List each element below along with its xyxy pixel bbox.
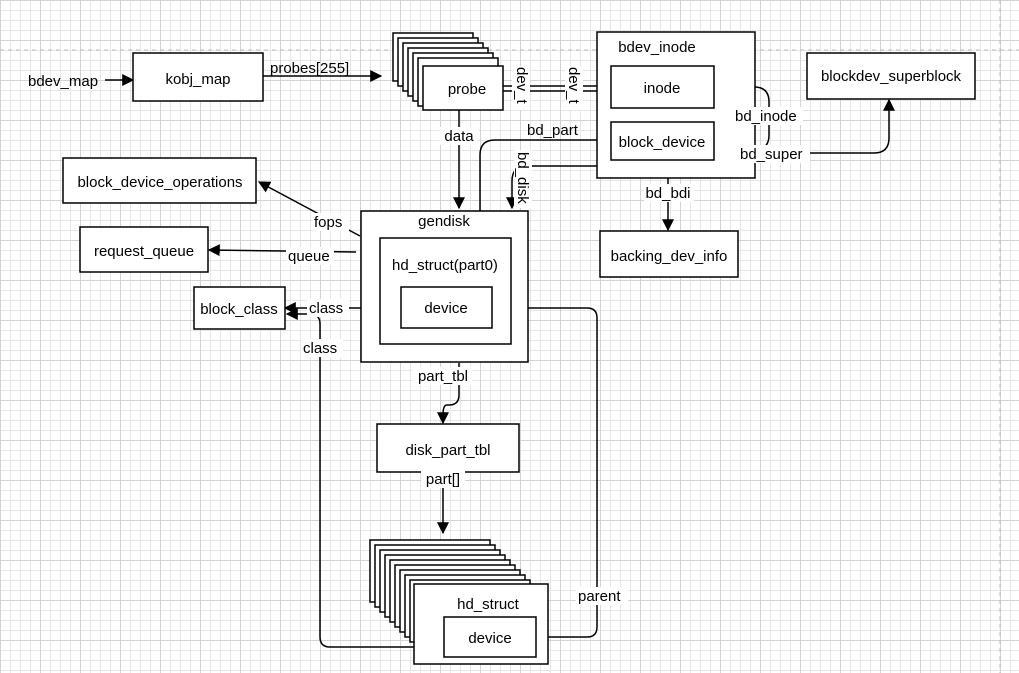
node-inode: inode — [644, 80, 681, 97]
label-bg — [413, 367, 473, 385]
label-bg — [307, 299, 349, 317]
node-disk-part-tbl: disk_part_tbl — [405, 442, 490, 459]
label-fops: fops — [314, 214, 342, 231]
label-bg — [576, 587, 628, 605]
node-block-device-operations-box — [62, 157, 257, 204]
label-bg — [440, 127, 478, 145]
node-request-queue: request_queue — [94, 243, 194, 260]
label-bg — [733, 107, 803, 125]
node-block-device-operations: block_device_operations — [77, 174, 242, 191]
node-gendisk: gendisk — [418, 213, 470, 230]
node-blockdev-superblock-box — [806, 52, 976, 100]
node-request-queue-box — [79, 226, 209, 273]
label-bg — [738, 145, 810, 163]
node-device-box — [400, 286, 493, 329]
label-bg — [644, 184, 694, 202]
edge-bd-super — [713, 98, 895, 154]
label-data: data — [444, 128, 474, 145]
node-probe-stack — [392, 32, 504, 111]
label-bd-super: bd_super — [740, 146, 803, 163]
label-bd-disk: bd_disk — [514, 152, 531, 204]
node-kobj-map-box — [132, 52, 264, 102]
node-backing-dev-info-box — [599, 230, 739, 278]
label-bd-bdi: bd_bdi — [645, 185, 690, 202]
edge-part-tbl — [437, 363, 460, 425]
node-bdev-map: bdev_map — [28, 73, 98, 90]
node-disk-part-tbl-box — [376, 423, 520, 473]
label-bg — [421, 470, 465, 488]
node-blockdev-superblock: blockdev_superblock — [821, 68, 962, 85]
node-device2-box — [443, 616, 537, 658]
node-device2: device — [468, 630, 511, 647]
label-probes: probes[255] — [270, 60, 349, 77]
label-class-top: class — [309, 300, 343, 317]
node-probe: probe — [448, 81, 486, 98]
label-part-array: part[] — [426, 471, 460, 488]
node-inode-box — [610, 65, 715, 109]
node-backing-dev-info: backing_dev_info — [611, 248, 728, 265]
label-bg — [565, 66, 583, 110]
node-hd-struct: hd_struct — [457, 596, 520, 613]
node-device: device — [424, 300, 467, 317]
node-bdev-inode: bdev_inode — [618, 39, 696, 56]
label-bd-part: bd_part — [527, 122, 579, 139]
node-block-device-box — [610, 121, 715, 161]
edge-bd-part — [474, 139, 611, 238]
label-queue: queue — [288, 248, 330, 265]
label-bg — [301, 339, 343, 357]
label-bd-inode: bd_inode — [735, 108, 797, 125]
label-bg — [512, 66, 530, 110]
label-dev-t-left: dev_t — [513, 67, 530, 105]
label-part-tbl: part_tbl — [418, 368, 468, 385]
label-parent: parent — [578, 588, 621, 605]
label-dev-t-right: dev_t — [565, 67, 582, 105]
edge-parent — [492, 302, 598, 638]
label-class-bottom: class — [303, 340, 337, 357]
node-block-class: block_class — [200, 301, 278, 318]
node-kobj-map: kobj_map — [165, 71, 230, 88]
label-bg — [514, 150, 532, 208]
node-block-device: block_device — [619, 134, 706, 151]
node-hd-struct-part0: hd_struct(part0) — [392, 257, 498, 274]
node-block-class-box — [193, 286, 286, 330]
label-bg — [286, 247, 334, 265]
label-bg — [313, 213, 349, 231]
